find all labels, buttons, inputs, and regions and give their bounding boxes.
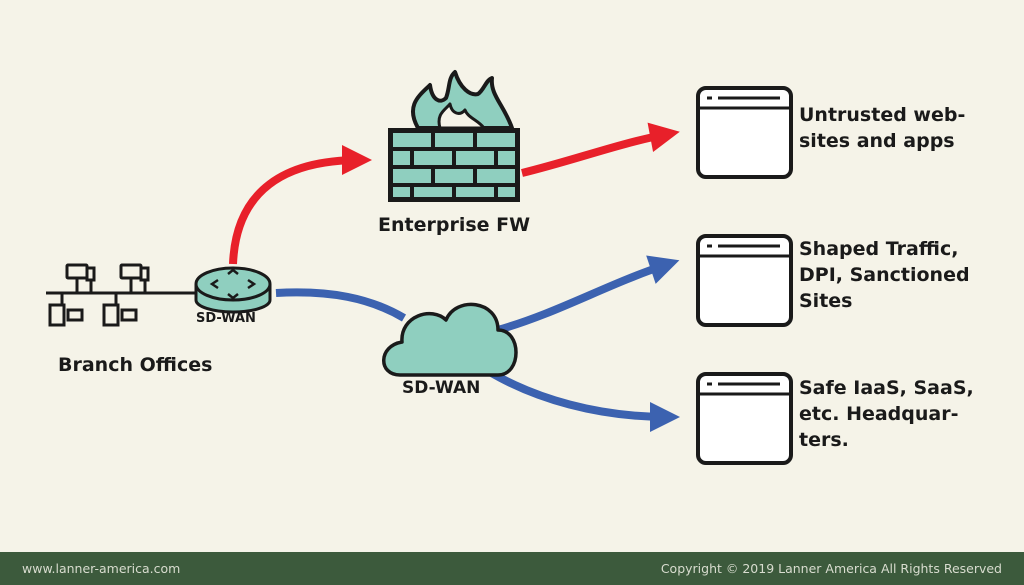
browser-window-icon-2 <box>696 234 793 327</box>
branch-offices-icon <box>46 263 200 327</box>
footer-website: www.lanner-america.com <box>22 561 181 576</box>
flow-arrow-firewall-to-untrusted <box>521 122 680 177</box>
site-label-line: Sites <box>799 290 853 312</box>
firewall-icon <box>388 70 520 202</box>
site-label-line: Shaped Traffic, <box>799 238 959 260</box>
footer-copyright: Copyright © 2019 Lanner America All Righ… <box>660 561 1002 576</box>
cloud-icon <box>382 302 518 377</box>
network-diagram <box>46 70 793 465</box>
site-label-line: Safe IaaS, SaaS, <box>799 377 974 399</box>
router-icon <box>194 266 272 314</box>
footer-bar: www.lanner-america.com Copyright © 2019 … <box>0 552 1024 585</box>
browser-window-icon-3 <box>696 372 793 465</box>
router-label: SD-WAN <box>196 311 256 326</box>
site-label-shaped: Shaped Traffic, DPI, Sanctioned Sites <box>799 236 970 314</box>
site-label-safe: Safe IaaS, SaaS, etc. Headquar- ters. <box>799 375 974 453</box>
site-label-line: DPI, Sanctioned <box>799 264 970 286</box>
site-label-untrusted: Untrusted web- sites and apps <box>799 102 965 154</box>
flow-arrow-router-to-cloud <box>275 288 407 322</box>
site-label-line: ters. <box>799 429 849 451</box>
flow-arrow-router-to-firewall <box>229 145 372 265</box>
flow-arrow-cloud-to-safe <box>480 364 680 432</box>
firewall-label: Enterprise FW <box>378 214 531 236</box>
site-label-line: etc. Headquar- <box>799 403 959 425</box>
cloud-label: SD-WAN <box>402 378 481 398</box>
flow-arrow-cloud-to-shaped <box>496 255 680 334</box>
site-label-line: sites and apps <box>799 130 955 152</box>
browser-window-icon-1 <box>696 86 793 179</box>
branch-offices-label: Branch Offices <box>58 354 213 376</box>
site-label-line: Untrusted web- <box>799 104 966 126</box>
